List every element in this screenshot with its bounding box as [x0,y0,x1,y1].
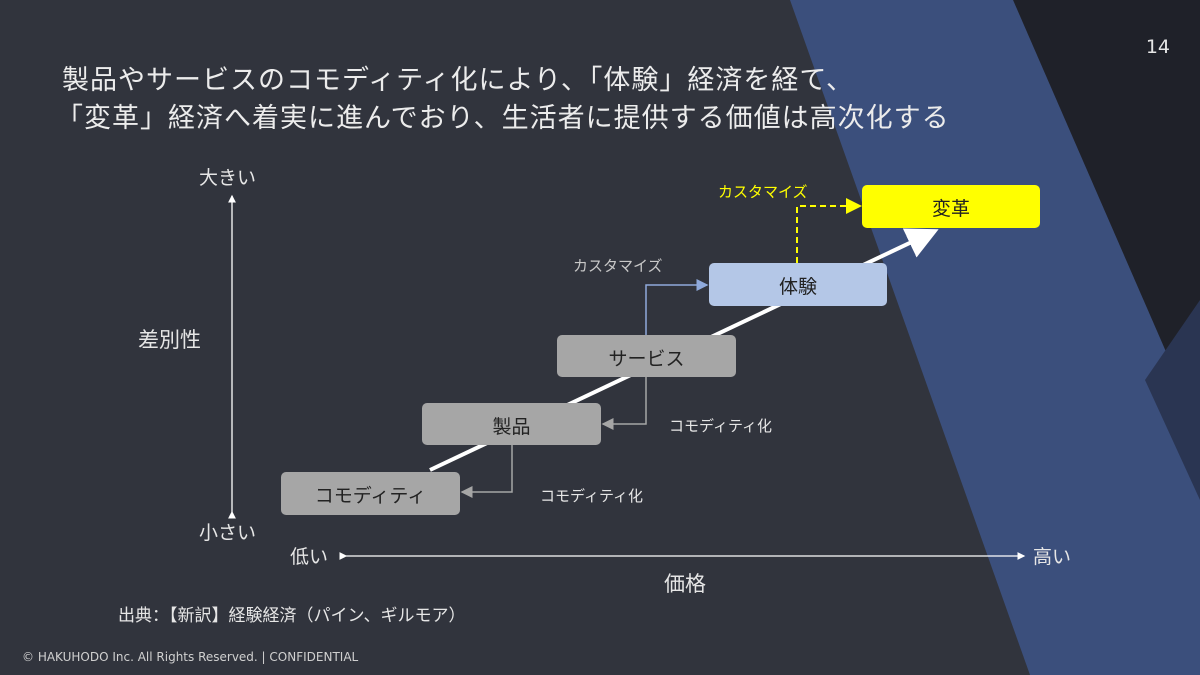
y-axis-bottom-label: 小さい [199,522,257,544]
customize-label-1: カスタマイズ [573,257,663,275]
title-line-1: 製品やサービスのコモディティ化により、「体験」経済を経て、 [62,65,855,96]
customize-label-2: カスタマイズ [718,183,808,201]
commoditize-connector-2 [601,377,647,430]
blue-band-shape [790,0,1200,675]
y-axis-top-label: 大きい [199,167,257,189]
stage-box-transformation [862,185,1040,228]
stage-label-experience: 体験 [778,276,817,298]
source-citation: 出典：【新訳】経験経済（パイン、ギルモア） [118,606,466,626]
page-number: 14 [1145,36,1170,58]
y-axis-label: 差別性 [138,328,201,352]
stage-box-commodity [281,472,460,515]
title-line-2: 「変革」経済へ着実に進んでおり、生活者に提供する価値は高次化する [56,103,950,134]
commoditize-label-1: コモディティ化 [540,487,644,505]
navy-shape [1145,300,1200,500]
stage-label-service: サービス [608,348,685,370]
stage-box-service [557,335,736,377]
stage-box-product [422,403,601,445]
x-axis-left-label: 低い [290,546,329,568]
commoditize-label-2: コモディティ化 [669,417,773,435]
stage-label-transformation: 変革 [931,198,970,220]
x-axis-right-label: 高い [1033,546,1072,568]
commoditize-connector-1 [460,445,513,498]
x-axis-label: 価格 [664,572,706,596]
customize-connector-2 [796,198,862,263]
stage-box-experience [709,263,887,306]
footer-copyright: © HAKUHODO Inc. All Rights Reserved. | C… [22,650,359,664]
customize-connector-1 [645,279,709,335]
stage-label-commodity: コモディティ [314,485,427,507]
stage-label-product: 製品 [492,416,531,438]
